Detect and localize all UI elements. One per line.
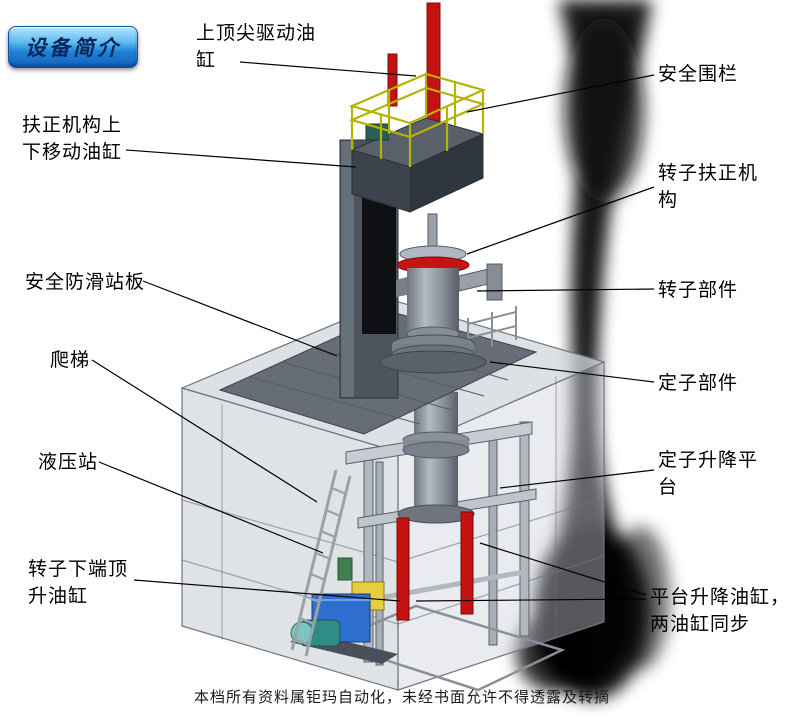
stator-graphic bbox=[397, 392, 475, 524]
rotor-graphic bbox=[379, 213, 503, 374]
title-badge: 设备简介 bbox=[8, 26, 138, 68]
leader-centering-cyl bbox=[125, 149, 357, 168]
label-rotor-part: 转子部件 bbox=[658, 280, 739, 301]
label-top-cylinder: 上顶尖驱动油缸 bbox=[196, 23, 317, 71]
leader-top-cylinder bbox=[239, 61, 417, 77]
label-platform-cylinders: 平台升降油缸，两油缸同步 bbox=[650, 587, 791, 635]
leader-hydraulic-station bbox=[98, 461, 324, 554]
leader-stator-platform bbox=[499, 469, 655, 489]
leader-stator-part bbox=[489, 361, 655, 383]
label-ladder: 爬梯 bbox=[50, 350, 91, 371]
leader-rotor-jack bbox=[133, 579, 401, 602]
ink-smudge bbox=[516, 0, 670, 700]
label-rotor-centering: 转子扶正机构 bbox=[658, 163, 759, 211]
platform-railing-graphic bbox=[467, 306, 517, 352]
hydraulic-station-graphic bbox=[290, 557, 398, 664]
leader-ladder bbox=[91, 359, 318, 503]
label-stator-platform: 定子升降平台 bbox=[658, 450, 759, 498]
footer-copyright: 本档所有资料属钜玛自动化，未经书面允许不得透露及转摘 bbox=[193, 689, 610, 706]
label-stator-part: 定子部件 bbox=[658, 373, 739, 394]
label-safety-fence: 安全围栏 bbox=[658, 64, 739, 85]
label-antislip-plate: 安全防滑站板 bbox=[25, 272, 146, 293]
leader-platform-cyl-a bbox=[479, 542, 647, 596]
leader-antislip-plate bbox=[142, 280, 338, 357]
label-centering-cylinder: 扶正机构上下移动油缸 bbox=[22, 115, 123, 163]
ladder-graphic bbox=[290, 469, 352, 657]
safety-fence-graphic bbox=[348, 72, 487, 167]
label-rotor-jack-cylinder: 转子下端顶升油缸 bbox=[28, 559, 129, 607]
press-head-graphic bbox=[350, 117, 485, 213]
label-hydraulic-station: 液压站 bbox=[38, 452, 99, 473]
top-drive-cylinder-graphic bbox=[387, 2, 441, 136]
leader-rotor-part bbox=[476, 288, 655, 292]
leader-platform-cyl-b bbox=[415, 598, 647, 602]
leader-safety-fence bbox=[466, 74, 655, 113]
leader-lines bbox=[91, 61, 655, 602]
leader-rotor-centering bbox=[466, 186, 655, 255]
platform-lift-cylinders-graphic bbox=[396, 511, 474, 621]
